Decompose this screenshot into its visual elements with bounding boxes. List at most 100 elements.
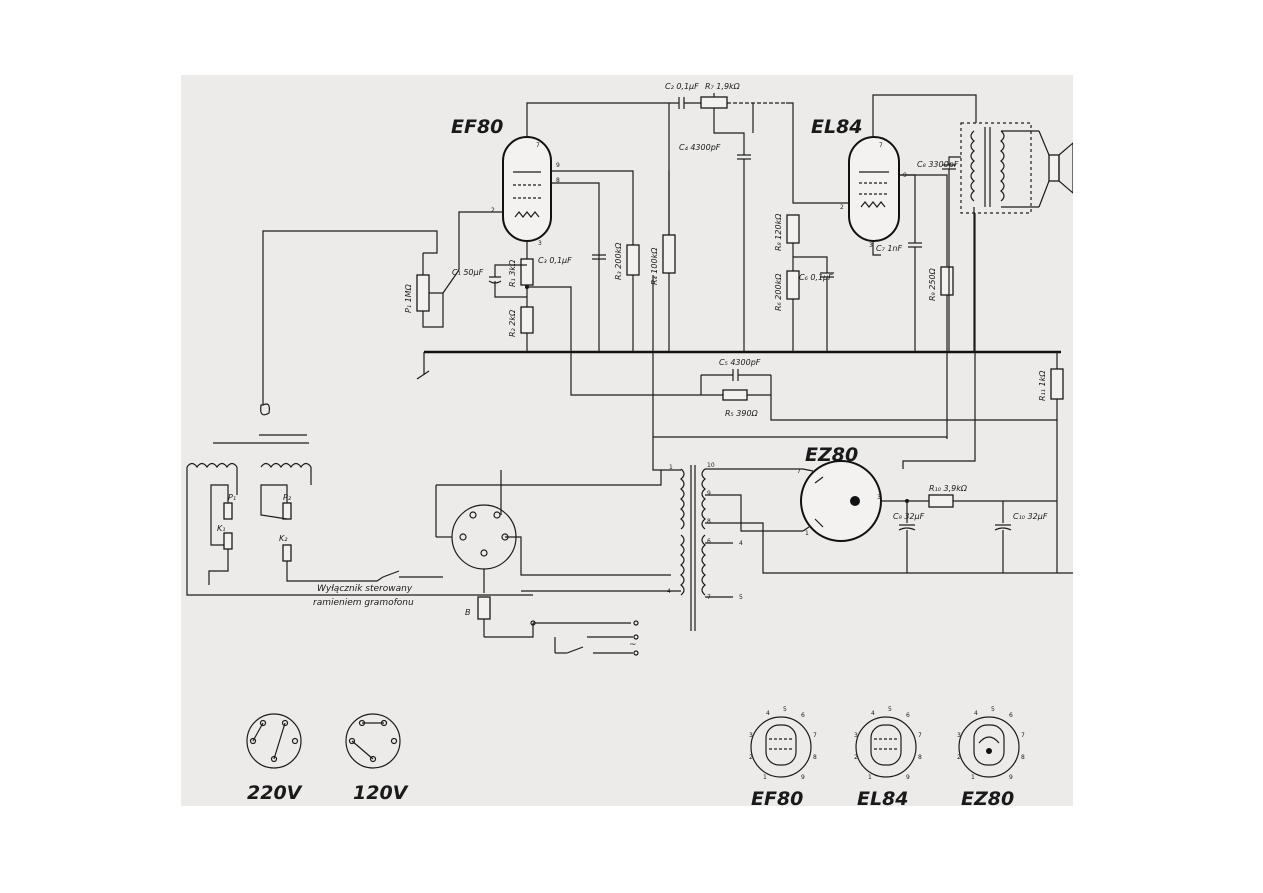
pinout-ez80 bbox=[958, 716, 1020, 778]
svg-text:7: 7 bbox=[918, 732, 922, 739]
svg-text:7: 7 bbox=[813, 732, 817, 739]
svg-text:2: 2 bbox=[491, 207, 495, 214]
pinout-el84 bbox=[855, 716, 917, 778]
el84-grid-wire bbox=[786, 102, 849, 204]
c2-label: C₂ 0,1μF bbox=[665, 82, 699, 91]
plug-120v-label: 120V bbox=[353, 782, 409, 804]
power-transformer-heater bbox=[680, 534, 685, 596]
r5-resistor bbox=[722, 389, 748, 401]
power-transformer-secondary bbox=[701, 468, 706, 530]
svg-text:7: 7 bbox=[536, 142, 540, 149]
k1-switch bbox=[223, 532, 233, 550]
c3-label: C₃ 0,1μF bbox=[538, 256, 572, 265]
el84-label: EL84 bbox=[811, 116, 863, 138]
ground-symbol bbox=[416, 370, 430, 380]
svg-text:8: 8 bbox=[707, 518, 711, 525]
r2-label: R₂ 2kΩ bbox=[508, 309, 517, 337]
svg-text:10: 10 bbox=[707, 462, 715, 469]
c1-label: C₁ 50μF bbox=[452, 268, 484, 277]
r10-label: R₁₀ 3,9kΩ bbox=[929, 484, 968, 493]
c8-label: C₈ 3300pF bbox=[917, 160, 959, 169]
fuse-b-label: B bbox=[465, 608, 471, 617]
c4-label: C₄ 4300pF bbox=[679, 143, 721, 152]
k2-label: K₂ bbox=[279, 534, 288, 543]
k1-label: K₁ bbox=[217, 524, 225, 533]
svg-text:6: 6 bbox=[906, 712, 910, 719]
r9-resistor bbox=[940, 266, 954, 296]
k2-switch bbox=[282, 544, 292, 562]
pk1-label: P₁ bbox=[228, 493, 236, 502]
switch-note-line1: Wyłącznik sterowany bbox=[317, 584, 413, 594]
fuse-b bbox=[477, 596, 491, 620]
svg-text:5: 5 bbox=[783, 706, 787, 713]
pk2-switch bbox=[282, 502, 292, 520]
p1-label: P₁ 1MΩ bbox=[404, 283, 413, 313]
pinout-numbers: 456 789 321 456 789 321 456 789 321 bbox=[749, 706, 1025, 781]
r7-label: R₇ 1,9kΩ bbox=[705, 82, 741, 91]
svg-text:3: 3 bbox=[957, 732, 961, 739]
svg-text:6: 6 bbox=[707, 538, 711, 545]
svg-text:8: 8 bbox=[1021, 754, 1025, 761]
c5-label: C₅ 4300pF bbox=[719, 358, 761, 367]
svg-text:5: 5 bbox=[888, 706, 892, 713]
pinout-el84-label: EL84 bbox=[857, 788, 909, 806]
pickup-cartridge bbox=[260, 403, 270, 416]
svg-text:8: 8 bbox=[918, 754, 922, 761]
r11-label: R₁₁ 1kΩ bbox=[1038, 370, 1047, 401]
svg-text:4: 4 bbox=[871, 710, 875, 717]
switch-note-line2: ramieniem gramofonu bbox=[313, 598, 414, 608]
svg-text:4: 4 bbox=[739, 540, 743, 547]
svg-text:3: 3 bbox=[854, 732, 858, 739]
svg-text:9: 9 bbox=[801, 774, 805, 781]
svg-text:3: 3 bbox=[869, 242, 873, 249]
r10-resistor bbox=[928, 494, 954, 508]
svg-text:1: 1 bbox=[669, 464, 673, 471]
r5-label: R₅ 390Ω bbox=[725, 409, 759, 418]
plug-120v bbox=[345, 713, 401, 769]
output-transformer bbox=[960, 122, 1032, 214]
svg-text:2: 2 bbox=[854, 754, 858, 761]
el84-plate-wire bbox=[872, 94, 977, 137]
c6-label: C₆ 0,1μF bbox=[799, 273, 833, 282]
svg-text:9: 9 bbox=[1009, 774, 1013, 781]
power-transformer-primary bbox=[680, 468, 685, 530]
svg-text:8: 8 bbox=[556, 177, 560, 184]
svg-text:5: 5 bbox=[739, 594, 743, 601]
r9-label: R₉ 250Ω bbox=[928, 267, 937, 301]
r8-label: R₈ 120kΩ bbox=[774, 213, 783, 251]
ef80-tube bbox=[502, 136, 552, 242]
pinout-ez80-label: EZ80 bbox=[961, 788, 1014, 806]
r1-resistor bbox=[520, 258, 534, 286]
svg-text:3: 3 bbox=[538, 240, 542, 247]
svg-text:6: 6 bbox=[801, 712, 805, 719]
coil-left bbox=[186, 462, 238, 469]
r4-label: R₄ 100kΩ bbox=[650, 247, 659, 285]
ef80-grid-wire bbox=[458, 211, 503, 270]
feedback-wire bbox=[527, 286, 771, 396]
svg-text:1: 1 bbox=[763, 774, 767, 781]
svg-text:8: 8 bbox=[813, 754, 817, 761]
el84-tube bbox=[848, 136, 900, 242]
plug-220v-label: 220V bbox=[247, 782, 303, 804]
r4-resistor bbox=[662, 234, 676, 274]
speaker-icon bbox=[1058, 141, 1074, 195]
svg-text:9: 9 bbox=[707, 490, 711, 497]
svg-text:6: 6 bbox=[1009, 712, 1013, 719]
r7-tap bbox=[713, 108, 745, 155]
pk1-switch bbox=[223, 502, 233, 520]
svg-text:3: 3 bbox=[749, 732, 753, 739]
svg-text:4: 4 bbox=[766, 710, 770, 717]
svg-text:5: 5 bbox=[991, 706, 995, 713]
ef80-plate-wire bbox=[526, 102, 679, 137]
svg-text:9: 9 bbox=[556, 162, 560, 169]
r2-resistor bbox=[520, 306, 534, 334]
p1-potentiometer bbox=[416, 274, 430, 312]
pinout-ef80 bbox=[750, 716, 812, 778]
ac-label: ~ bbox=[629, 640, 637, 650]
coil-right bbox=[260, 462, 312, 469]
svg-text:9: 9 bbox=[906, 774, 910, 781]
svg-text:1: 1 bbox=[868, 774, 872, 781]
svg-text:7: 7 bbox=[879, 142, 883, 149]
speaker-magnet bbox=[1048, 154, 1060, 182]
schematic-sheet: EF80 7 9 8 2 3 C₂ 0,1μF R₇ 1,9kΩ C₄ 4300… bbox=[181, 75, 1103, 810]
